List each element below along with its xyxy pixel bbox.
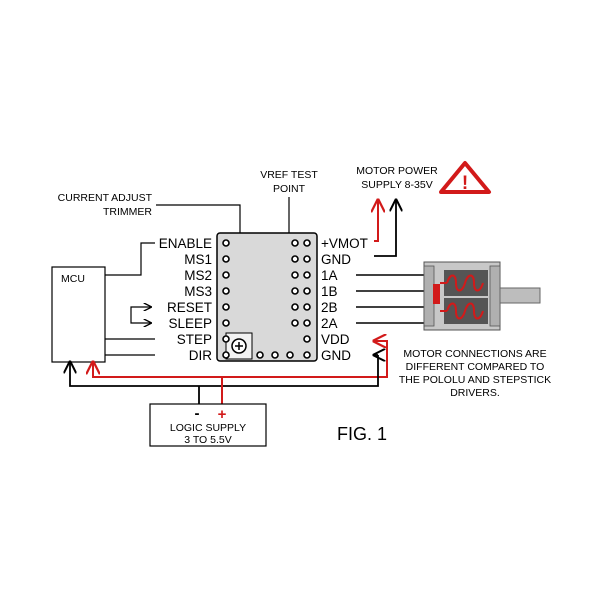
pin-hole-right-6 — [303, 319, 311, 327]
left-pin-labels: ENABLE MS1 MS2 MS3 RESET SLEEP STEP DIR — [159, 236, 213, 363]
pin-label-ms3: MS3 — [184, 284, 212, 299]
pin-hole-right-7 — [303, 335, 311, 343]
logic-supply-label-line2: 3 TO 5.5V — [184, 434, 231, 446]
pin-hole-right-1 — [303, 239, 311, 247]
pin-label-vdd: VDD — [321, 332, 350, 347]
pin-hole-right-5 — [303, 303, 311, 311]
pin-hole-inner-2 — [291, 255, 299, 263]
motor-note-line1: MOTOR CONNECTIONS ARE — [403, 348, 546, 360]
vdd-red-wire — [374, 341, 388, 358]
pin-hole-left-5 — [222, 303, 230, 311]
pin-label-sleep: SLEEP — [168, 316, 212, 331]
pin-hole-left-2 — [222, 255, 230, 263]
pin-hole-bottom-3 — [286, 351, 294, 359]
vref-label-line2: POINT — [273, 183, 306, 195]
logic-supply-box — [149, 403, 267, 447]
pin-label-reset: RESET — [167, 300, 212, 315]
motor-shaft — [499, 287, 541, 304]
vref-label-line1: VREF TEST — [260, 169, 318, 181]
pin-label-step: STEP — [177, 332, 212, 347]
pin-label-gnd-motor: GND — [321, 252, 351, 267]
pin-label-vmot: +VMOT — [321, 236, 368, 251]
supply-minus-sign: - — [195, 405, 200, 422]
pin-label-enable: ENABLE — [159, 236, 212, 251]
pin-hole-right-4 — [303, 287, 311, 295]
figure-label: FIG. 1 — [337, 424, 387, 444]
driver-board — [216, 232, 318, 362]
pin-hole-inner-1 — [291, 239, 299, 247]
pin-hole-left-1 — [222, 239, 230, 247]
pin-label-1a: 1A — [321, 268, 338, 283]
pin-label-ms1: MS1 — [184, 252, 212, 267]
gnd-black-wire — [70, 355, 379, 387]
pin-headers — [222, 239, 311, 359]
pin-hole-right-3 — [303, 271, 311, 279]
pin-hole-left-6 — [222, 319, 230, 327]
enable-wire — [105, 242, 155, 276]
motor-power-label-line1: MOTOR POWER — [356, 165, 438, 177]
reset-sleep-jumper — [130, 307, 151, 323]
pin-hole-bottom-2 — [271, 351, 279, 359]
pin-label-2b: 2B — [321, 300, 338, 315]
motor-note-line3: THE POLOLU AND STEPSTICK — [399, 374, 551, 386]
pin-hole-inner-5 — [291, 303, 299, 311]
pin-label-1b: 1B — [321, 284, 338, 299]
right-pin-labels: +VMOT GND 1A 1B 2B 2A VDD GND — [321, 236, 368, 363]
pin-hole-left-7 — [222, 335, 230, 343]
motor-power-label-line2: SUPPLY 8-35V — [361, 179, 432, 191]
stepper-motor-icon — [423, 261, 541, 331]
motor-note-line2: DIFFERENT COMPARED TO — [406, 361, 545, 373]
warning-exclamation: ! — [462, 173, 468, 194]
current-adjust-label-line1: CURRENT ADJUST — [58, 192, 153, 204]
pin-hole-left-4 — [222, 287, 230, 295]
pin-hole-left-8 — [222, 351, 230, 359]
pin-label-dir: DIR — [189, 348, 213, 363]
pin-hole-inner-4 — [291, 287, 299, 295]
logic-supply-label-line1: LOGIC SUPPLY — [170, 422, 246, 434]
mcu-label: MCU — [61, 273, 85, 285]
pin-hole-right-8 — [303, 351, 311, 359]
supply-plus-sign: + — [218, 406, 227, 423]
vmot-red-arrow — [374, 200, 378, 242]
pin-hole-inner-3 — [291, 271, 299, 279]
current-adjust-label-line2: TRIMMER — [103, 206, 152, 218]
pin-hole-right-2 — [303, 255, 311, 263]
pin-label-ms2: MS2 — [184, 268, 212, 283]
pin-hole-left-3 — [222, 271, 230, 279]
gnd-power-arrow — [374, 200, 396, 257]
pin-label-gnd-logic: GND — [321, 348, 351, 363]
mcu-box — [51, 266, 106, 363]
vcc-red-wire — [93, 358, 388, 378]
pin-hole-bottom-1 — [256, 351, 264, 359]
warning-triangle-icon: ! — [439, 161, 491, 194]
motor-note-line4: DRIVERS. — [450, 387, 500, 399]
motor-terminal-block — [433, 284, 440, 304]
pin-label-2a: 2A — [321, 316, 338, 331]
pin-hole-inner-6 — [291, 319, 299, 327]
